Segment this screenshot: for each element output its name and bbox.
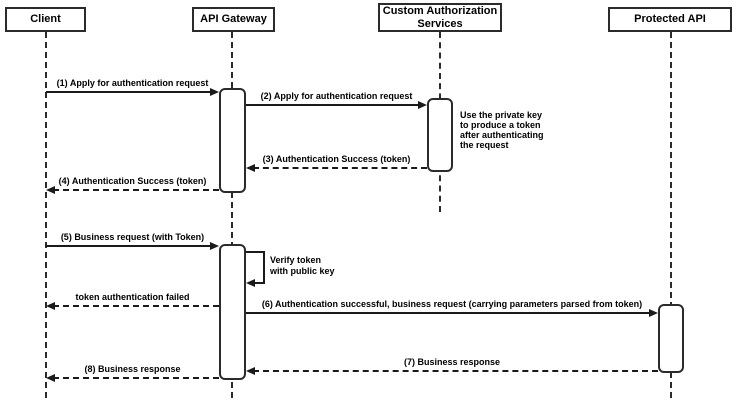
actor-client-label: Client: [30, 13, 61, 25]
message-2-line: [246, 104, 420, 106]
activation-api-gateway-auth: [219, 88, 246, 193]
self-message-label: Verify token with public key: [270, 255, 335, 276]
note-private-key: Use the private key to produce a token a…: [460, 110, 544, 150]
self-message-top-line: [246, 251, 265, 253]
message-6-line: [246, 312, 651, 314]
message-2-arrowhead-icon: [418, 101, 427, 109]
message-3-arrowhead-icon: [246, 164, 255, 172]
message-6-label: (6) Authentication successful, business …: [261, 299, 643, 309]
lifeline-protected-api: [670, 32, 672, 398]
activation-api-gateway-business: [219, 244, 246, 380]
message-3-line: [253, 167, 427, 169]
activation-custom-authorization-services: [427, 98, 453, 172]
actor-custom-authorization-services: Custom Authorization Services: [378, 3, 502, 32]
actor-custom-authorization-services-label: Custom Authorization Services: [382, 4, 498, 30]
message-3-label: (3) Authentication Success (token): [262, 154, 411, 164]
message-8-label: (8) Business response: [84, 364, 181, 374]
message-5-line: [46, 245, 212, 247]
self-message-right-line: [263, 251, 265, 283]
actor-api-gateway-label: API Gateway: [200, 13, 267, 25]
lifeline-client: [45, 32, 47, 398]
message-1-arrowhead-icon: [210, 88, 219, 96]
message-5-label: (5) Business request (with Token): [60, 232, 205, 242]
actor-client: Client: [5, 7, 86, 32]
message-7-line: [253, 370, 658, 372]
message-4-line: [53, 189, 219, 191]
message-2-label: (2) Apply for authentication request: [260, 91, 413, 101]
message-4-arrowhead-icon: [46, 186, 55, 194]
message-8-line: [53, 377, 219, 379]
activation-protected-api: [658, 304, 684, 373]
message-token-failed-line: [53, 305, 219, 307]
lifeline-api-gateway: [231, 32, 233, 398]
message-1-label: (1) Apply for authentication request: [56, 78, 209, 88]
message-7-arrowhead-icon: [246, 367, 255, 375]
message-4-label: (4) Authentication Success (token): [58, 176, 207, 186]
message-8-arrowhead-icon: [46, 374, 55, 382]
message-5-arrowhead-icon: [210, 242, 219, 250]
message-token-failed-arrowhead-icon: [46, 302, 55, 310]
actor-api-gateway: API Gateway: [192, 7, 275, 32]
self-message-arrowhead-icon: [246, 279, 255, 287]
message-1-line: [46, 91, 212, 93]
self-message-bottom-line: [253, 282, 265, 284]
actor-protected-api-label: Protected API: [634, 13, 706, 25]
actor-protected-api: Protected API: [608, 7, 732, 32]
message-token-failed-label: token authentication failed: [75, 292, 190, 302]
message-7-label: (7) Business response: [403, 357, 501, 367]
message-6-arrowhead-icon: [649, 309, 658, 317]
